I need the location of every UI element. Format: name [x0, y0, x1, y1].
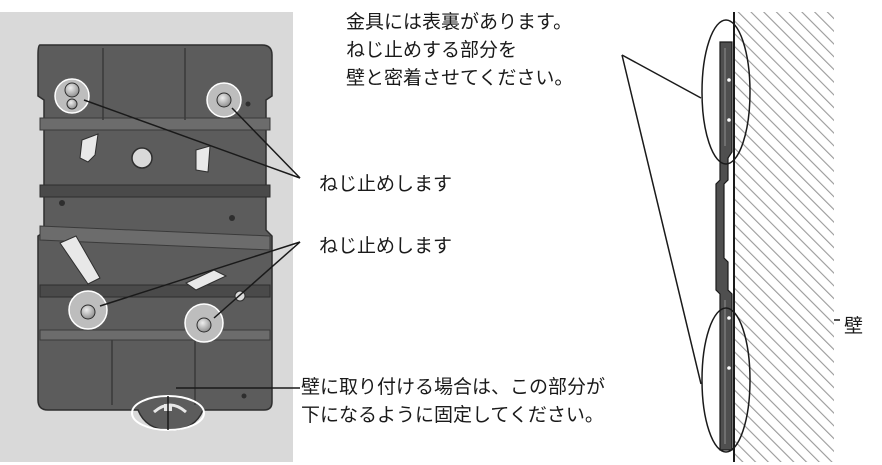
screw-icon: [68, 290, 108, 330]
screw-icon: [184, 303, 224, 343]
side-contact-note-line: ねじ止めする部分を: [346, 39, 518, 61]
screw-label-upper: ねじ止めします: [319, 173, 453, 195]
side-contact-callout-bottom: [701, 307, 751, 453]
wall-label: 壁: [844, 315, 864, 337]
mount-direction-note-line: 壁に取り付ける場合は、この部分が: [301, 376, 606, 398]
side-contact-callout-top: [701, 19, 751, 165]
side-contact-note: 金具には表裏があります。 ねじ止めする部分を 壁と密着させてください。: [346, 8, 573, 92]
screw-icon: [54, 78, 90, 114]
side-contact-note-line: 壁と密着させてください。: [346, 67, 574, 89]
mounting-bracket-side-icon: [715, 41, 733, 451]
screw-label-lower: ねじ止めします: [319, 235, 453, 257]
mount-direction-note-line: 下になるように固定してください。: [301, 404, 604, 426]
side-contact-note-line: 金具には表裏があります。: [346, 11, 573, 33]
mount-direction-note: 壁に取り付ける場合は、この部分が 下になるように固定してください。: [301, 373, 605, 429]
